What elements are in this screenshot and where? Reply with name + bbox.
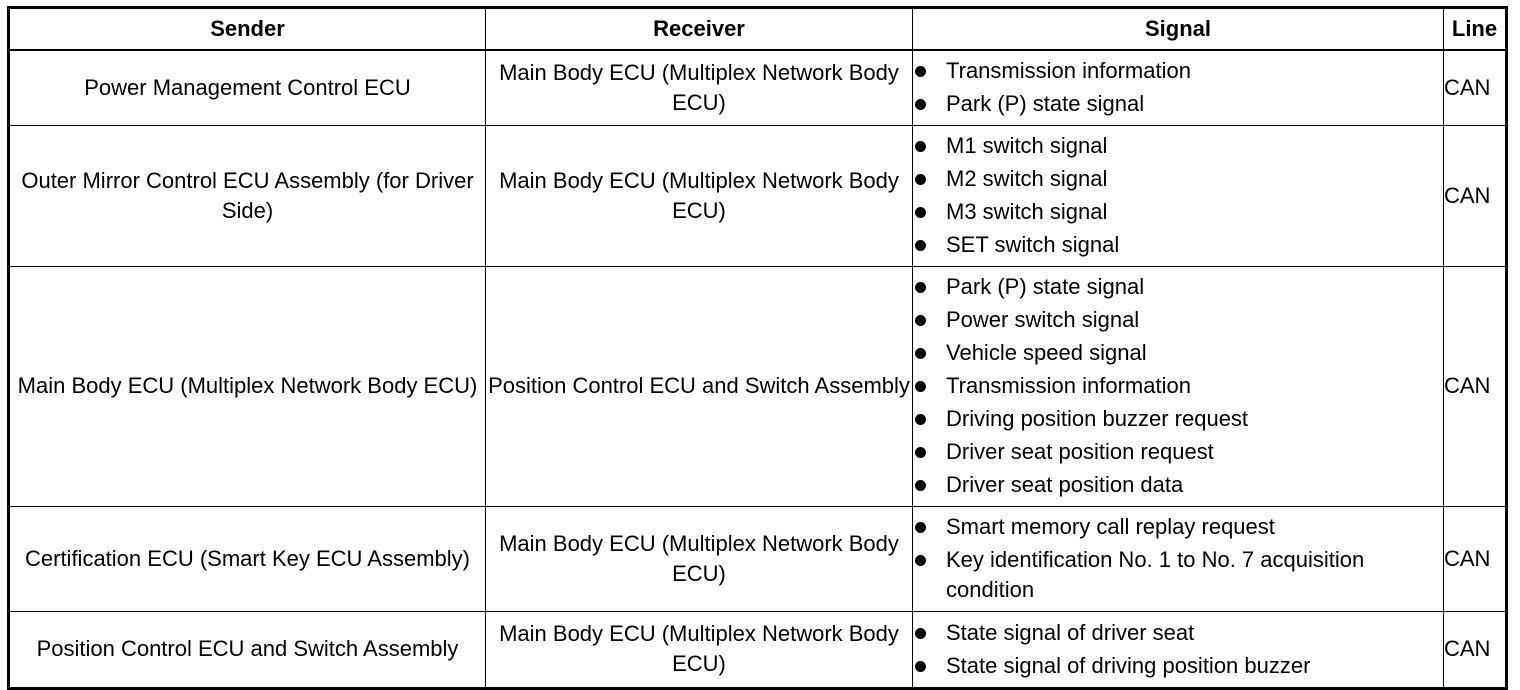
signal-cell: Transmission information Park (P) state …: [912, 49, 1444, 126]
signal-item: Transmission information: [913, 371, 1443, 401]
bullet-icon: [915, 414, 926, 425]
signal-item: Park (P) state signal: [913, 272, 1443, 302]
signal-text: Driver seat position request: [946, 439, 1214, 464]
table-row: Power Management Control ECU Main Body E…: [8, 49, 1507, 126]
table-row: Certification ECU (Smart Key ECU Assembl…: [8, 505, 1507, 612]
signal-item: Vehicle speed signal: [913, 338, 1443, 368]
sender-cell: Main Body ECU (Multiplex Network Body EC…: [8, 265, 486, 507]
communication-table: Sender Receiver Signal Line Power Manage…: [7, 6, 1508, 690]
bullet-icon: [915, 660, 926, 672]
signal-item: Transmission information: [913, 56, 1443, 86]
sender-cell: Position Control ECU and Switch Assembly: [8, 610, 486, 689]
signal-text: State signal of driver seat: [946, 619, 1195, 645]
bullet-icon: [915, 240, 926, 251]
signal-text: Key identification No. 1 to No. 7 acquis…: [946, 547, 1365, 602]
signal-item: Park (P) state signal: [913, 89, 1443, 119]
bullet-icon: [915, 447, 926, 458]
signal-item: Driver seat position request: [913, 437, 1443, 467]
bullet-icon: [915, 627, 926, 639]
header-line: Line: [1443, 7, 1507, 51]
signal-text: Park (P) state signal: [946, 274, 1145, 299]
bullet-icon: [915, 348, 926, 359]
signal-text: M2 switch signal: [946, 166, 1108, 191]
receiver-cell: Main Body ECU (Multiplex Network Body EC…: [485, 505, 913, 612]
signal-item: Power switch signal: [913, 305, 1443, 335]
signal-list: Transmission information Park (P) state …: [913, 56, 1443, 119]
signal-cell: Park (P) state signal Power switch signa…: [912, 265, 1444, 507]
receiver-cell: Position Control ECU and Switch Assembly: [485, 265, 913, 507]
bullet-icon: [915, 522, 926, 533]
signal-cell: State signal of driver seat State signal…: [912, 610, 1444, 689]
line-cell: CAN: [1443, 610, 1507, 689]
signal-list: Park (P) state signal Power switch signa…: [913, 272, 1443, 500]
header-sender: Sender: [8, 7, 486, 51]
sender-cell: Outer Mirror Control ECU Assembly (for D…: [8, 124, 486, 267]
signal-item: Smart memory call replay request: [913, 512, 1443, 542]
sender-cell: Power Management Control ECU: [8, 49, 486, 126]
signal-item: Key identification No. 1 to No. 7 acquis…: [913, 545, 1443, 605]
signal-text: Driver seat position data: [946, 472, 1184, 497]
header-signal: Signal: [912, 7, 1444, 51]
bullet-icon: [915, 141, 926, 152]
signal-list: Smart memory call replay request Key ide…: [913, 512, 1443, 605]
line-cell: CAN: [1443, 505, 1507, 612]
signal-item: M2 switch signal: [913, 164, 1443, 194]
sender-cell: Certification ECU (Smart Key ECU Assembl…: [8, 505, 486, 612]
receiver-cell: Main Body ECU (Multiplex Network Body EC…: [485, 610, 913, 689]
signal-item: M1 switch signal: [913, 131, 1443, 161]
signal-text: M3 switch signal: [946, 199, 1108, 224]
signal-text: State signal of driving position buzzer: [946, 652, 1311, 678]
signal-cell: Smart memory call replay request Key ide…: [912, 505, 1444, 612]
table-row: Main Body ECU (Multiplex Network Body EC…: [8, 265, 1507, 507]
signal-text: Transmission information: [946, 58, 1191, 84]
signal-text: Park (P) state signal: [946, 91, 1145, 117]
signal-item: State signal of driving position buzzer: [913, 651, 1443, 681]
header-receiver: Receiver: [485, 7, 913, 51]
signal-cell: M1 switch signal M2 switch signal M3 swi…: [912, 124, 1444, 267]
signal-list: State signal of driver seat State signal…: [913, 618, 1443, 681]
header-row: Sender Receiver Signal Line: [8, 7, 1507, 51]
bullet-icon: [915, 66, 926, 78]
signal-item: Driver seat position data: [913, 470, 1443, 500]
receiver-cell: Main Body ECU (Multiplex Network Body EC…: [485, 49, 913, 126]
signal-list: M1 switch signal M2 switch signal M3 swi…: [913, 131, 1443, 260]
line-cell: CAN: [1443, 49, 1507, 126]
bullet-icon: [915, 480, 926, 491]
signal-item: M3 switch signal: [913, 197, 1443, 227]
bullet-icon: [915, 282, 926, 293]
bullet-icon: [915, 555, 926, 566]
signal-text: Vehicle speed signal: [946, 340, 1147, 365]
line-cell: CAN: [1443, 265, 1507, 507]
line-cell: CAN: [1443, 124, 1507, 267]
signal-text: Driving position buzzer request: [946, 406, 1249, 431]
signal-text: SET switch signal: [946, 232, 1120, 257]
bullet-icon: [915, 315, 926, 326]
table-row: Outer Mirror Control ECU Assembly (for D…: [8, 124, 1507, 267]
table-row: Position Control ECU and Switch Assembly…: [8, 610, 1507, 689]
bullet-icon: [915, 99, 926, 111]
bullet-icon: [915, 381, 926, 392]
signal-text: Smart memory call replay request: [946, 514, 1275, 539]
receiver-cell: Main Body ECU (Multiplex Network Body EC…: [485, 124, 913, 267]
signal-item: State signal of driver seat: [913, 618, 1443, 648]
signal-item: SET switch signal: [913, 230, 1443, 260]
bullet-icon: [915, 174, 926, 185]
signal-text: Power switch signal: [946, 307, 1140, 332]
signal-text: M1 switch signal: [946, 133, 1108, 158]
bullet-icon: [915, 207, 926, 218]
signal-text: Transmission information: [946, 373, 1191, 398]
signal-item: Driving position buzzer request: [913, 404, 1443, 434]
